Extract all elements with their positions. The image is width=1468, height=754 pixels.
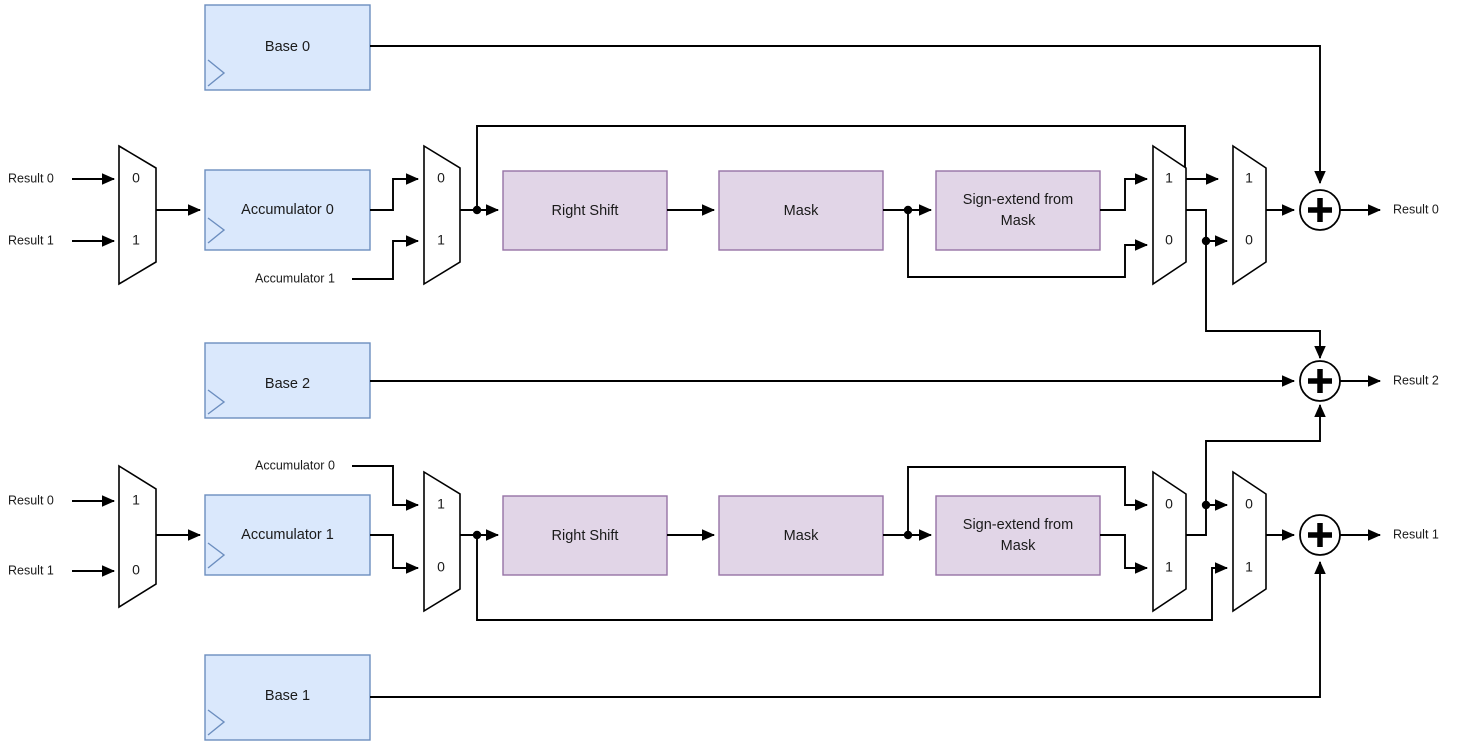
register-base0-label: Base 0 [265,39,310,55]
mux-bottom-3-sel-upper: 0 [1165,496,1173,512]
mux-bottom-1[interactable]: 1 0 [118,464,157,609]
mux-top-2-sel-upper: 0 [437,170,445,186]
register-accumulator0-label: Accumulator 0 [241,202,334,218]
wire-sext1-to-muxb3-1 [1100,534,1149,574]
wire-bypass-top-full [476,125,1186,210]
side-input-label-accumulator1: Accumulator 1 [255,271,335,285]
wire-acc1-to-muxb2-0 [370,534,420,574]
wire-base1-to-adder-result1 [370,560,1326,698]
output-label-result2: Result 2 [1393,373,1439,387]
operation-sign-extend-top-line1: Sign-extend from [963,192,1073,208]
output-label-result0: Result 0 [1393,202,1439,216]
junction-bottom-bypass [472,530,482,540]
mux-top-1-sel-lower: 1 [132,232,140,248]
operation-right-shift-bottom[interactable]: Right Shift [502,495,668,576]
register-base2[interactable]: Base 2 [204,342,371,419]
wire-muxb3-to-adder-result2 [1205,403,1326,505]
mux-top-3-sel-upper: 1 [1165,170,1173,186]
operation-right-shift-bottom-label: Right Shift [552,528,619,544]
wire-side-acc1-to-muxt2-1 [352,235,420,280]
mux-top-3-sel-lower: 0 [1165,232,1173,248]
operation-sign-extend-top-line2: Mask [1001,213,1036,229]
adder-result2[interactable] [1299,360,1341,402]
operation-right-shift-top-label: Right Shift [552,203,619,219]
output-label-result1: Result 1 [1393,527,1439,541]
mux-top-3[interactable]: 1 0 [1152,144,1187,286]
register-accumulator1-label: Accumulator 1 [241,527,334,543]
input-label-bot-result1: Result 1 [8,563,54,577]
operation-mask-bottom[interactable]: Mask [718,495,884,576]
mux-bottom-4-sel-lower: 1 [1245,559,1253,575]
input-label-bot-result0: Result 0 [8,493,54,507]
wire-side-acc0-to-muxb2-1 [352,465,420,511]
side-input-label-accumulator0: Accumulator 0 [255,458,335,472]
wire-bypass-top-to-muxt4-1 [1184,166,1220,185]
wire-sext0-to-muxt3-1 [1100,173,1149,211]
register-base1-label: Base 1 [265,688,310,704]
operation-mask-bottom-label: Mask [784,528,819,544]
mux-top-2[interactable]: 0 1 [423,144,461,286]
mux-bottom-1-sel-upper: 1 [132,492,140,508]
operation-sign-extend-bottom-line1: Sign-extend from [963,517,1073,533]
register-base2-label: Base 2 [265,376,310,392]
junction-top-bypass [472,205,482,215]
mux-top-1-sel-upper: 0 [132,170,140,186]
wire-muxt3-to-muxt4-0 [1186,209,1229,247]
operation-mask-top[interactable]: Mask [718,170,884,251]
mux-top-1[interactable]: 0 1 [118,144,157,286]
mux-bottom-2-sel-lower: 0 [437,559,445,575]
operation-sign-extend-top[interactable]: Sign-extend from Mask [935,170,1101,251]
register-base1[interactable]: Base 1 [204,654,371,741]
mux-bottom-4-sel-upper: 0 [1245,496,1253,512]
wire-acc0-to-muxt2-0 [370,173,420,211]
input-label-top-result1: Result 1 [8,233,54,247]
mux-top-2-sel-lower: 1 [437,232,445,248]
wire-mask0-bypass-to-muxt3-0 [907,210,1149,278]
operation-mask-top-label: Mask [784,203,819,219]
mux-bottom-3[interactable]: 0 1 [1152,470,1187,613]
operation-sign-extend-bottom-line2: Mask [1001,538,1036,554]
input-label-top-result0: Result 0 [8,171,54,185]
adder-result1[interactable] [1299,514,1341,556]
mux-bottom-3-sel-lower: 1 [1165,559,1173,575]
wire-bypass-bottom-to-muxb4-1 [1211,562,1229,576]
wire-mask1-bypass-to-muxb3-0 [907,466,1149,535]
wire-bypass-bottom-full [476,535,1213,621]
wire-muxt3-to-adder-result2 [1205,241,1326,360]
register-accumulator1[interactable]: Accumulator 1 [204,494,371,576]
mux-top-4[interactable]: 1 0 [1232,144,1267,286]
register-accumulator0[interactable]: Accumulator 0 [204,169,371,251]
mux-bottom-2[interactable]: 1 0 [423,470,461,613]
wire-muxb3-to-muxb4-0 [1186,499,1229,536]
mux-top-4-sel-lower: 0 [1245,232,1253,248]
adder-result0[interactable] [1299,189,1341,231]
wire-base0-to-adder0 [370,45,1326,185]
mux-top-4-sel-upper: 1 [1245,170,1253,186]
mux-bottom-2-sel-upper: 1 [437,496,445,512]
mux-bottom-4[interactable]: 0 1 [1232,470,1267,613]
operation-sign-extend-bottom[interactable]: Sign-extend from Mask [935,495,1101,576]
operation-right-shift-top[interactable]: Right Shift [502,170,668,251]
register-base0[interactable]: Base 0 [204,4,371,91]
mux-bottom-1-sel-lower: 0 [132,562,140,578]
